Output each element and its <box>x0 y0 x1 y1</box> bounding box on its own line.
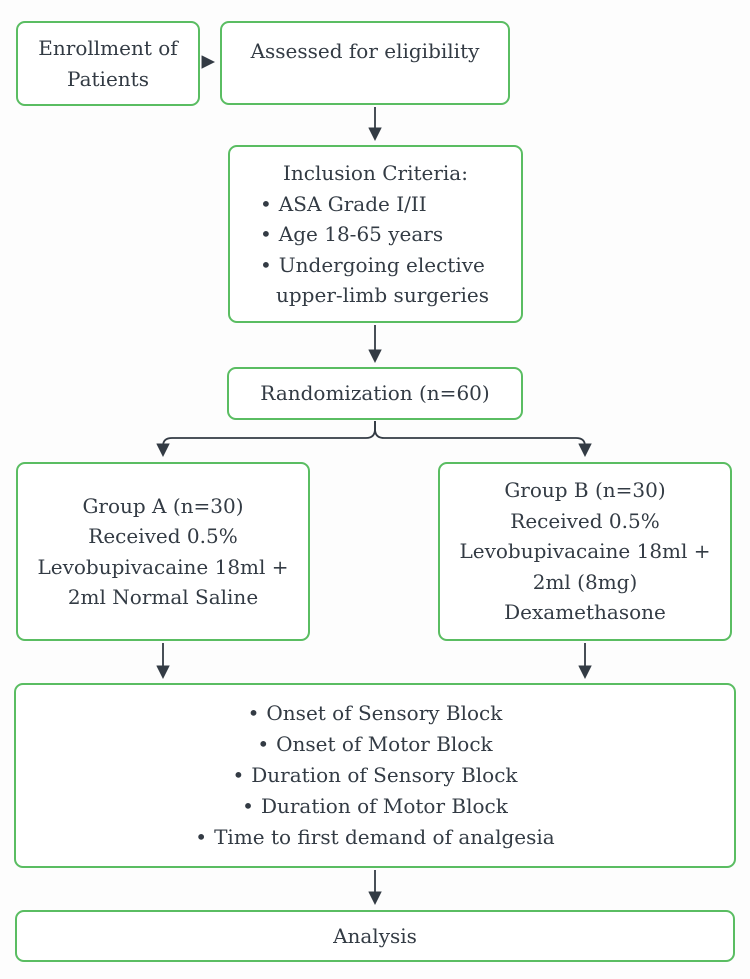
outcome-item: •Time to first demand of analgesia <box>195 822 554 853</box>
outcome-item-text: Time to first demand of analgesia <box>214 825 555 849</box>
group-a-line: Group A (n=30) <box>82 493 244 518</box>
inclusion-criteria-title: Inclusion Criteria: <box>283 161 468 185</box>
inclusion-item-text: Undergoing elective upper-limb surgeries <box>276 252 489 308</box>
node-group-b: Group B (n=30) Received 0.5% Levobupivac… <box>438 462 732 641</box>
bullet-glyph: • <box>257 732 270 756</box>
node-randomization: Randomization (n=60) <box>227 367 523 420</box>
group-b-line: Dexamethasone <box>504 600 666 625</box>
group-b-line: Levobupivacaine 18ml + <box>459 539 711 564</box>
group-b-line: 2ml (8mg) <box>532 569 638 594</box>
group-a-line: Levobupivacaine 18ml + <box>37 554 289 579</box>
bullet-glyph: • <box>247 701 260 725</box>
outcome-item: •Duration of Sensory Block <box>232 760 517 791</box>
group-a-line: Received 0.5% <box>88 524 238 548</box>
outcome-item-text: Duration of Sensory Block <box>251 763 518 787</box>
bullet-glyph: • <box>260 252 272 277</box>
node-group-a: Group A (n=30) Received 0.5% Levobupivac… <box>16 462 310 641</box>
bullet-glyph: • <box>195 825 208 849</box>
connector-randomization-to-group-b <box>374 421 592 458</box>
connector-randomization-to-group-a <box>156 421 376 458</box>
bullet-glyph: • <box>260 222 272 246</box>
group-b-line: Group B (n=30) <box>504 478 666 503</box>
group-b-line: Received 0.5% <box>510 508 660 533</box>
node-assessed-for-eligibility: Assessed for eligibility <box>220 21 510 105</box>
inclusion-criteria-item: •Age 18-65 years <box>243 219 508 250</box>
node-enrollment: Enrollment of Patients <box>16 21 200 106</box>
node-assessed-label: Assessed for eligibility <box>250 39 480 63</box>
bullet-glyph: • <box>260 191 272 216</box>
node-analysis-label: Analysis <box>333 923 417 948</box>
node-randomization-label: Randomization (n=60) <box>260 381 490 406</box>
outcome-item: •Onset of Sensory Block <box>248 698 503 729</box>
inclusion-criteria-item: •ASA Grade I/II <box>243 189 508 220</box>
inclusion-criteria-item: •Undergoing elective upper-limb surgerie… <box>243 250 508 311</box>
inclusion-item-text: ASA Grade I/II <box>278 191 427 216</box>
inclusion-item-text: Age 18-65 years <box>278 222 444 246</box>
outcome-item: •Onset of Motor Block <box>257 729 492 760</box>
outcome-item-text: Onset of Sensory Block <box>266 701 503 725</box>
node-enrollment-label: Enrollment of Patients <box>38 36 178 91</box>
node-analysis: Analysis <box>15 910 735 962</box>
node-inclusion-criteria: Inclusion Criteria: •ASA Grade I/II •Age… <box>228 145 523 323</box>
outcome-item: •Duration of Motor Block <box>242 791 508 822</box>
outcome-item-text: Duration of Motor Block <box>260 794 508 818</box>
node-outcome-measures: •Onset of Sensory Block •Onset of Motor … <box>14 683 736 868</box>
outcome-item-text: Onset of Motor Block <box>276 732 493 756</box>
bullet-glyph: • <box>232 763 245 787</box>
group-a-line: 2ml Normal Saline <box>67 585 259 609</box>
bullet-glyph: • <box>242 794 254 818</box>
